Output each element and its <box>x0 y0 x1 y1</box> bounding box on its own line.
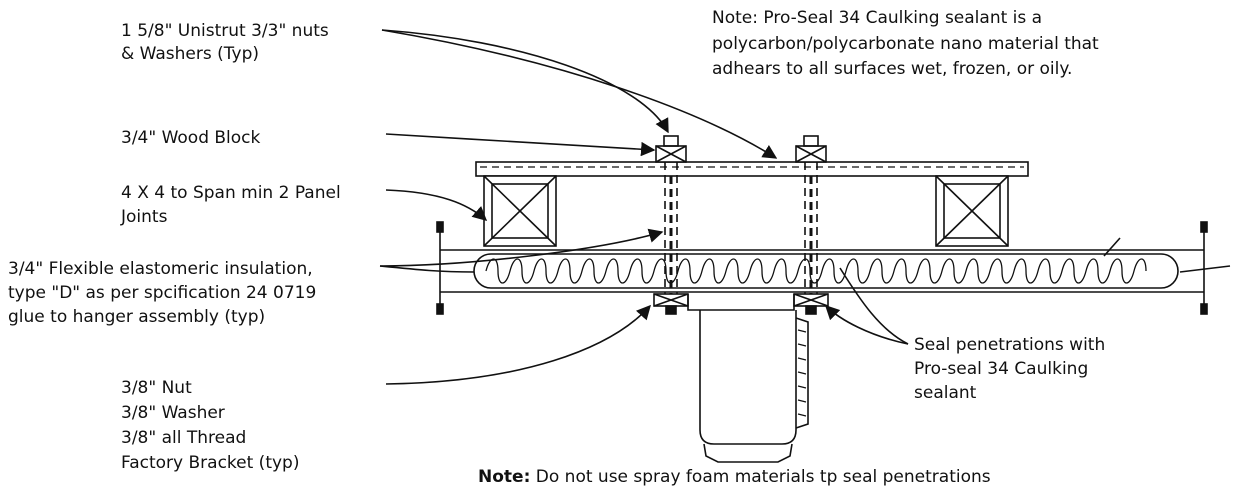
leader-nut <box>385 304 651 385</box>
label-line: 1 5/8" Unistrut 3/3" nuts <box>121 21 329 41</box>
top-note-line: Note: Pro-Seal 34 Caulking sealant is a <box>712 8 1043 28</box>
label-line: sealant <box>914 383 977 403</box>
top-note-line: polycarbon/polycarbonate nano material t… <box>712 33 1099 54</box>
unistrut-channel <box>475 161 1029 177</box>
leader-unistrut-2 <box>381 29 778 159</box>
leader-seal-2 <box>839 267 909 345</box>
leader-wood <box>385 133 656 157</box>
label-line: Seal penetrations with <box>914 335 1106 355</box>
leader-seal-1 <box>824 304 909 345</box>
label-4x4: 4 X 4 to Span min 2 Panel Joints <box>121 182 341 229</box>
left-panel-edge <box>436 221 444 315</box>
leader-right-insul <box>1103 237 1231 273</box>
top-note-line: adhears to all surfaces wet, frozen, or … <box>712 59 1073 79</box>
label-line: glue to hanger assembly (typ) <box>8 307 266 327</box>
label-line: 3/4" Wood Block <box>121 128 261 148</box>
label-line: Joints <box>121 206 168 227</box>
top-nut-right <box>795 135 827 163</box>
label-line: 3/8" Washer <box>121 403 225 423</box>
leader-4x4 <box>385 189 488 221</box>
insulation-pattern <box>485 258 1147 284</box>
bottom-note-text: Do not use spray foam materials tp seal … <box>530 467 991 487</box>
label-line: type "D" as per spcification 24 0719 <box>8 283 317 303</box>
label-line: 4 X 4 to Span min 2 Panel <box>121 183 341 203</box>
label-line: Pro-seal 34 Caulking <box>914 359 1089 379</box>
wood-4x4-left <box>483 175 557 247</box>
label-line: 3/8" all Thread <box>121 428 247 448</box>
top-nut-left <box>655 135 687 163</box>
top-note: Note: Pro-Seal 34 Caulking sealant is a … <box>712 6 1099 83</box>
threaded-rod-right <box>804 162 818 300</box>
right-panel-edge <box>1200 221 1208 315</box>
label-line: Factory Bracket (typ) <box>121 453 300 473</box>
insulation-layer <box>473 253 1179 289</box>
factory-bracket <box>687 294 809 463</box>
label-wood-block: 3/4" Wood Block <box>121 127 260 151</box>
bottom-note-prefix: Note: <box>478 467 531 487</box>
bottom-note: Note: Do not use spray foam materials tp… <box>478 466 991 490</box>
label-unistrut: 1 5/8" Unistrut 3/3" nuts & Washers (Typ… <box>121 20 329 66</box>
leader-unistrut-1 <box>381 29 669 134</box>
label-line: & Washers (Typ) <box>121 44 259 64</box>
threaded-rod-left <box>664 162 678 300</box>
label-nut-bracket: 3/8" Nut 3/8" Washer 3/8" all Thread Fac… <box>121 376 299 476</box>
leader-insulation-2 <box>379 265 475 273</box>
wood-4x4-right <box>935 175 1009 247</box>
bottom-nut-right <box>793 293 829 315</box>
label-line: 3/4" Flexible elastomeric insulation, <box>8 259 313 279</box>
label-seal: Seal penetrations with Pro-seal 34 Caulk… <box>914 333 1105 405</box>
label-line: 3/8" Nut <box>121 378 192 398</box>
leader-insulation-1 <box>379 228 664 267</box>
label-insulation: 3/4" Flexible elastomeric insulation, ty… <box>8 257 316 329</box>
bottom-nut-left <box>653 293 689 315</box>
